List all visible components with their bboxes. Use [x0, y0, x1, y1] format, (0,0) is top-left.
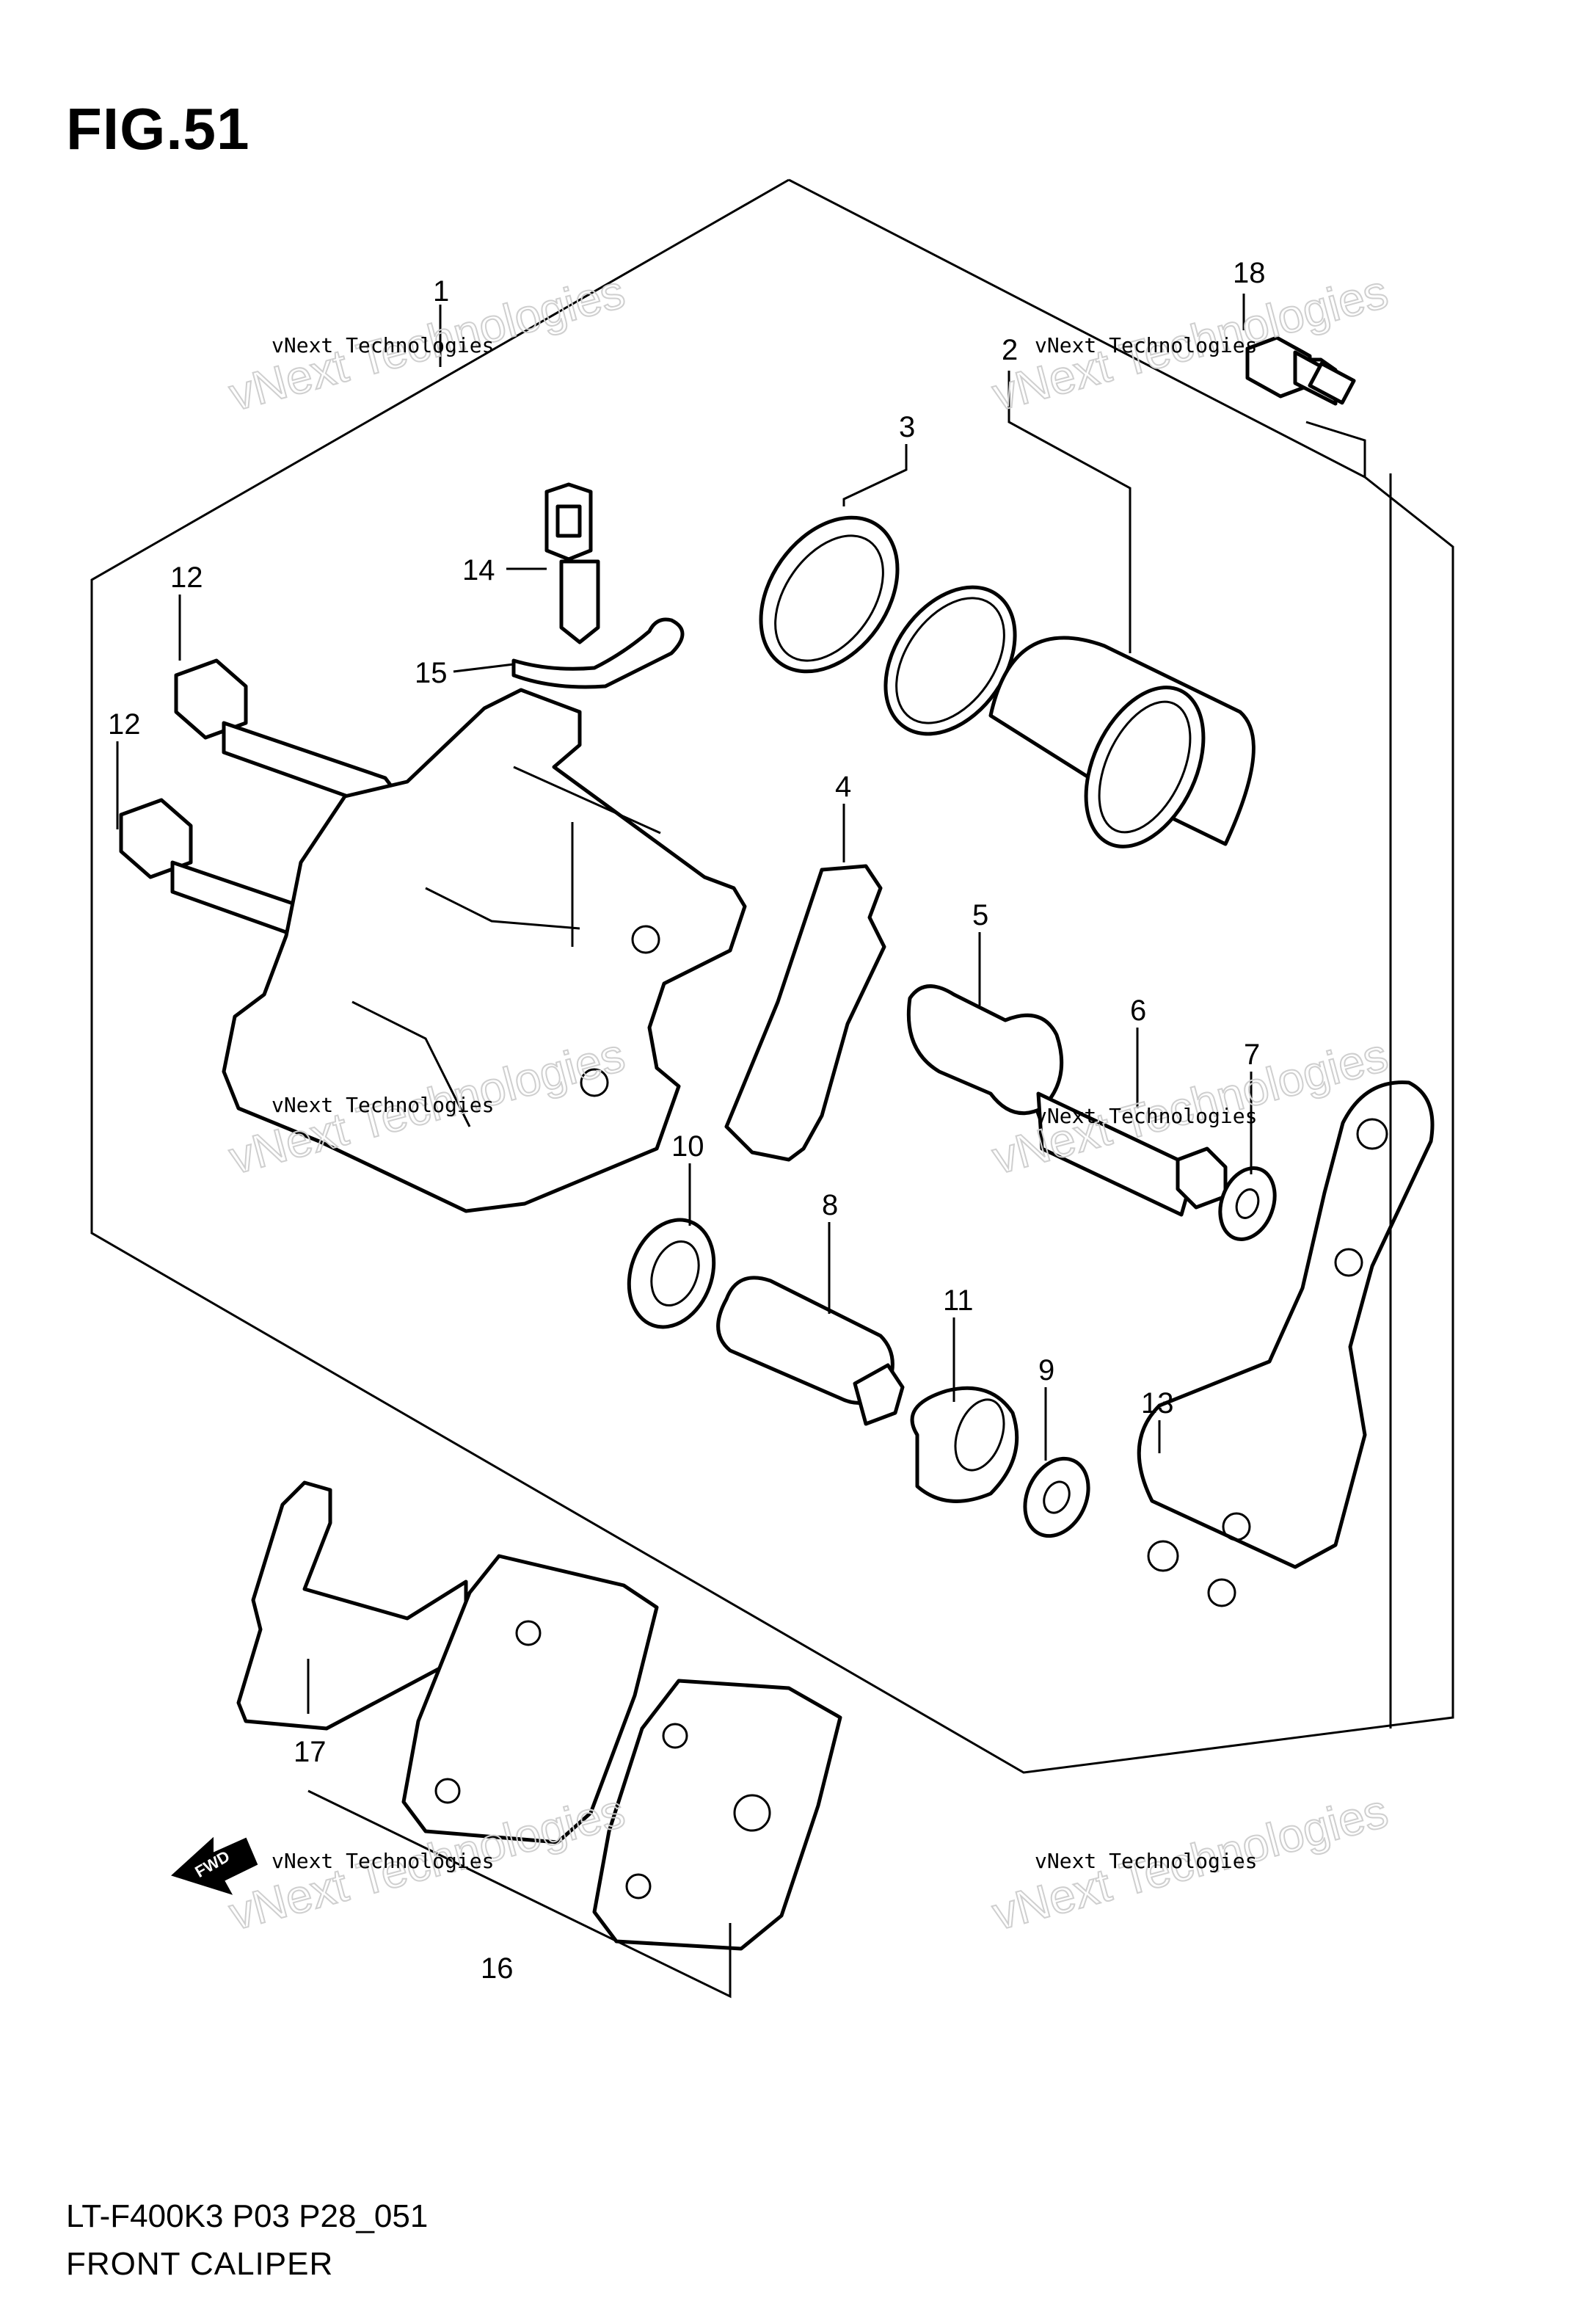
- callout-3: 3: [899, 411, 915, 443]
- figure-title: FIG.51: [66, 96, 250, 161]
- part-2-piston: [988, 636, 1256, 848]
- part-10-boot: [627, 1218, 716, 1329]
- callout-8: 8: [822, 1189, 838, 1221]
- callout-17: 17: [294, 1736, 327, 1768]
- part-18-bolt: [1245, 335, 1356, 406]
- svg-text:vNext Technologies: vNext Technologies: [272, 333, 494, 357]
- callout-9: 9: [1038, 1354, 1054, 1386]
- svg-text:vNext Technologies: vNext Technologies: [272, 1093, 494, 1117]
- part-13-caliper-bracket: [1137, 1080, 1435, 1607]
- callout-4: 4: [835, 771, 851, 803]
- part-3-piston-seal: [759, 515, 1017, 736]
- svg-text:vNext Technologies: vNext Technologies: [1035, 1104, 1257, 1128]
- watermark-top-left: vNext Technologies vNext Technologies: [223, 264, 631, 422]
- part-12-slide-pin-upper: [174, 658, 398, 813]
- part-16-brake-pad-front: [592, 1679, 842, 1951]
- callout-14: 14: [462, 554, 495, 586]
- callout-1: 1: [433, 275, 449, 308]
- part-7-washer: [1218, 1166, 1277, 1241]
- callout-10: 10: [671, 1130, 704, 1163]
- callout-12-upper: 12: [170, 561, 203, 594]
- callout-12-lower: 12: [108, 708, 141, 741]
- part-11-boot: [910, 1386, 1019, 1503]
- svg-text:vNext Technologies: vNext Technologies: [1035, 1849, 1257, 1873]
- callout-18: 18: [1233, 257, 1266, 289]
- callout-15: 15: [415, 657, 448, 689]
- assembly-outline: [90, 178, 1454, 1774]
- leader-lines: [116, 294, 1392, 1999]
- callout-7: 7: [1244, 1039, 1260, 1071]
- part-9-washer: [1023, 1456, 1090, 1538]
- callout-6: 6: [1130, 995, 1146, 1027]
- part-group-name: FRONT CALIPER: [66, 2246, 334, 2282]
- watermark-bottom-right: vNext Technologies vNext Technologies: [986, 1784, 1394, 1941]
- svg-text:vNext Technologies: vNext Technologies: [1035, 333, 1257, 357]
- part-15-clip: [511, 617, 685, 689]
- svg-text:vNext Technologies: vNext Technologies: [272, 1849, 494, 1873]
- callout-16: 16: [481, 1952, 514, 1985]
- caliper-body: [222, 688, 747, 1213]
- part-17-shim: [236, 1480, 468, 1731]
- callout-2: 2: [1002, 334, 1018, 366]
- part-6-bolt: [1036, 1091, 1228, 1217]
- fwd-arrow-icon: FWD: [171, 1836, 258, 1895]
- callout-13: 13: [1141, 1387, 1174, 1419]
- callout-11: 11: [943, 1284, 974, 1317]
- part-8-pin: [716, 1276, 905, 1426]
- model-code: LT-F400K3 P03 P28_051: [66, 2198, 429, 2234]
- part-4-pad-spring: [724, 864, 886, 1162]
- part-16-brake-pad-rear: [401, 1554, 659, 1844]
- part-14-bleeder-screw: [544, 482, 600, 644]
- callout-5: 5: [972, 899, 988, 931]
- part-5-sleeve: [906, 984, 1064, 1116]
